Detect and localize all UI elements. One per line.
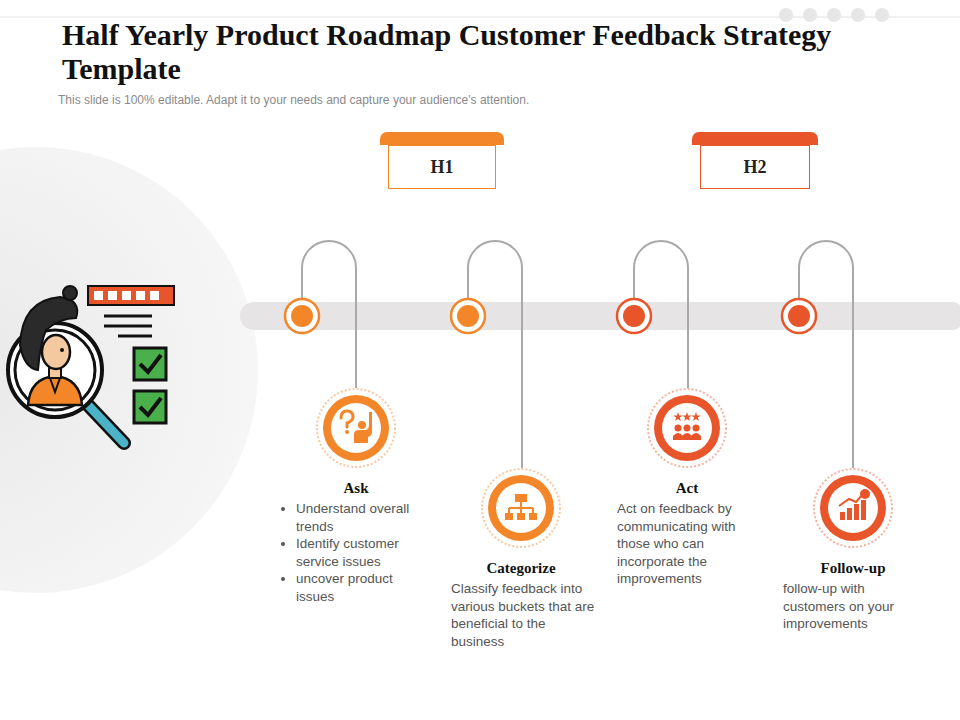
leader-lines xyxy=(302,241,853,468)
period-label: H1 xyxy=(388,145,496,189)
survey-illustration xyxy=(8,286,174,443)
period-label: H2 xyxy=(700,145,810,189)
step-node: Follow-up follow-up with customers on you… xyxy=(777,468,929,718)
period-tag: H1 xyxy=(388,145,496,189)
step-circle xyxy=(445,468,597,550)
step-circle xyxy=(611,388,763,470)
tag-bar xyxy=(380,132,504,145)
period-tag: H2 xyxy=(700,145,810,189)
bullet-text: uncover product issues xyxy=(296,570,430,605)
step-circle xyxy=(777,468,929,550)
step-heading: Ask xyxy=(280,480,432,497)
step-node: CategorizeClassify feedback into various… xyxy=(445,468,597,718)
step-circle xyxy=(280,388,432,470)
step-description: follow-up with customers on your improve… xyxy=(783,580,927,633)
subtitle-note: This slide is 100% editable. Adapt it to… xyxy=(58,93,758,107)
step-bullets: Understand overall trendsIdentify custom… xyxy=(286,500,430,605)
timeline-dots xyxy=(285,299,816,333)
step-node: AskUnderstand overall trendsIdentify cus… xyxy=(280,388,432,638)
step-heading: Categorize xyxy=(445,560,597,577)
bullet-text: Identify customer service issues xyxy=(296,535,430,570)
step-description: Act on feedback by communicating with th… xyxy=(617,500,761,588)
step-heading: Act xyxy=(611,480,763,497)
halo-circle xyxy=(0,147,258,593)
bullet-text: Understand overall trends xyxy=(296,500,430,535)
step-node: ActAct on feedback by communicating with… xyxy=(611,388,763,638)
step-description: Classify feedback into various buckets t… xyxy=(451,580,595,650)
step-heading: Follow-up xyxy=(777,560,929,577)
slide-title: Half Yearly Product Roadmap Customer Fee… xyxy=(62,18,882,86)
tag-bar xyxy=(692,132,818,145)
